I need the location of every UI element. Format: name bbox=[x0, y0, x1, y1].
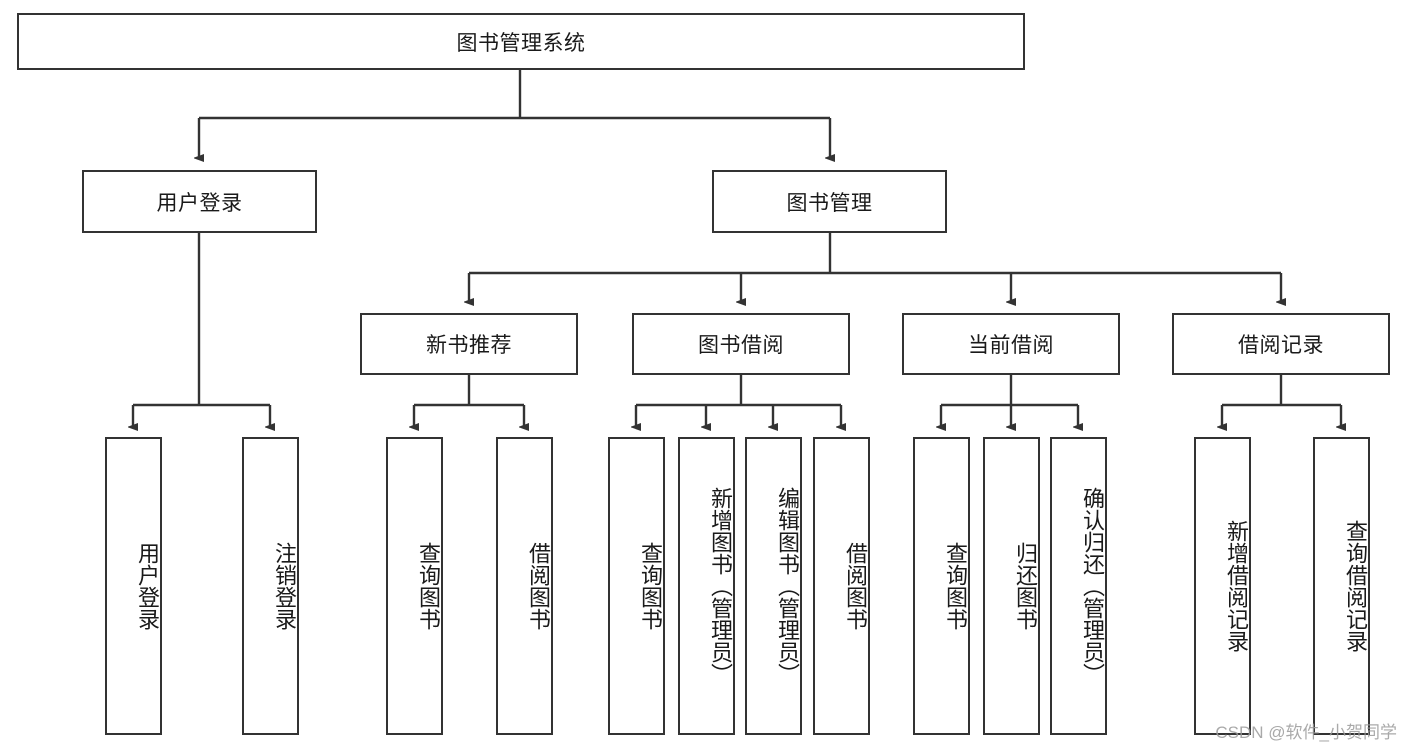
leaf-book-borrow-query-book[interactable]: 查询图书 bbox=[608, 437, 665, 735]
leaf-borrow-record-query-record[interactable]: 查询借阅记录 bbox=[1313, 437, 1370, 735]
node-label: 确认归还（管理员） bbox=[1080, 487, 1105, 685]
node-label: 图书管理 bbox=[786, 191, 873, 215]
node-label: 归还图书 bbox=[1013, 542, 1038, 630]
node-label: 图书借阅 bbox=[698, 334, 784, 357]
node-current-borrow[interactable]: 当前借阅 bbox=[902, 313, 1120, 375]
leaf-user-login-logout[interactable]: 注销登录 bbox=[242, 437, 299, 735]
node-label: 编辑图书（管理员） bbox=[775, 487, 800, 685]
leaf-current-borrow-confirm-return-admin[interactable]: 确认归还（管理员） bbox=[1050, 437, 1107, 735]
node-label: 查询图书 bbox=[943, 542, 968, 630]
leaf-book-borrow-borrow-book[interactable]: 借阅图书 bbox=[813, 437, 870, 735]
leaf-current-borrow-return-book[interactable]: 归还图书 bbox=[983, 437, 1040, 735]
node-label: 查询图书 bbox=[638, 542, 663, 630]
node-user-login[interactable]: 用户登录 bbox=[82, 170, 317, 233]
node-label: 图书管理系统 bbox=[456, 31, 586, 55]
node-label: 查询图书 bbox=[416, 542, 441, 630]
leaf-new-book-borrow-book[interactable]: 借阅图书 bbox=[496, 437, 553, 735]
leaf-new-book-query-book[interactable]: 查询图书 bbox=[386, 437, 443, 735]
node-label: 注销登录 bbox=[272, 542, 297, 630]
node-borrow-record[interactable]: 借阅记录 bbox=[1172, 313, 1390, 375]
node-book-borrow[interactable]: 图书借阅 bbox=[632, 313, 850, 375]
leaf-user-login-login[interactable]: 用户登录 bbox=[105, 437, 162, 735]
node-label: 当前借阅 bbox=[968, 334, 1054, 357]
node-label: 借阅记录 bbox=[1238, 334, 1324, 357]
node-label: 用户登录 bbox=[135, 542, 160, 630]
node-label: 用户登录 bbox=[156, 191, 243, 215]
node-label: 借阅图书 bbox=[843, 542, 868, 630]
node-label: 新书推荐 bbox=[426, 334, 512, 357]
node-root-book-management-system[interactable]: 图书管理系统 bbox=[17, 13, 1025, 70]
node-label: 新增图书（管理员） bbox=[708, 487, 733, 685]
leaf-book-borrow-edit-book-admin[interactable]: 编辑图书（管理员） bbox=[745, 437, 802, 735]
leaf-current-borrow-query-book[interactable]: 查询图书 bbox=[913, 437, 970, 735]
leaf-book-borrow-add-book-admin[interactable]: 新增图书（管理员） bbox=[678, 437, 735, 735]
node-label: 新增借阅记录 bbox=[1224, 520, 1249, 652]
node-new-book-recommend[interactable]: 新书推荐 bbox=[360, 313, 578, 375]
node-book-management[interactable]: 图书管理 bbox=[712, 170, 947, 233]
leaf-borrow-record-add-record[interactable]: 新增借阅记录 bbox=[1194, 437, 1251, 735]
node-label: 借阅图书 bbox=[526, 542, 551, 630]
node-label: 查询借阅记录 bbox=[1343, 520, 1368, 652]
